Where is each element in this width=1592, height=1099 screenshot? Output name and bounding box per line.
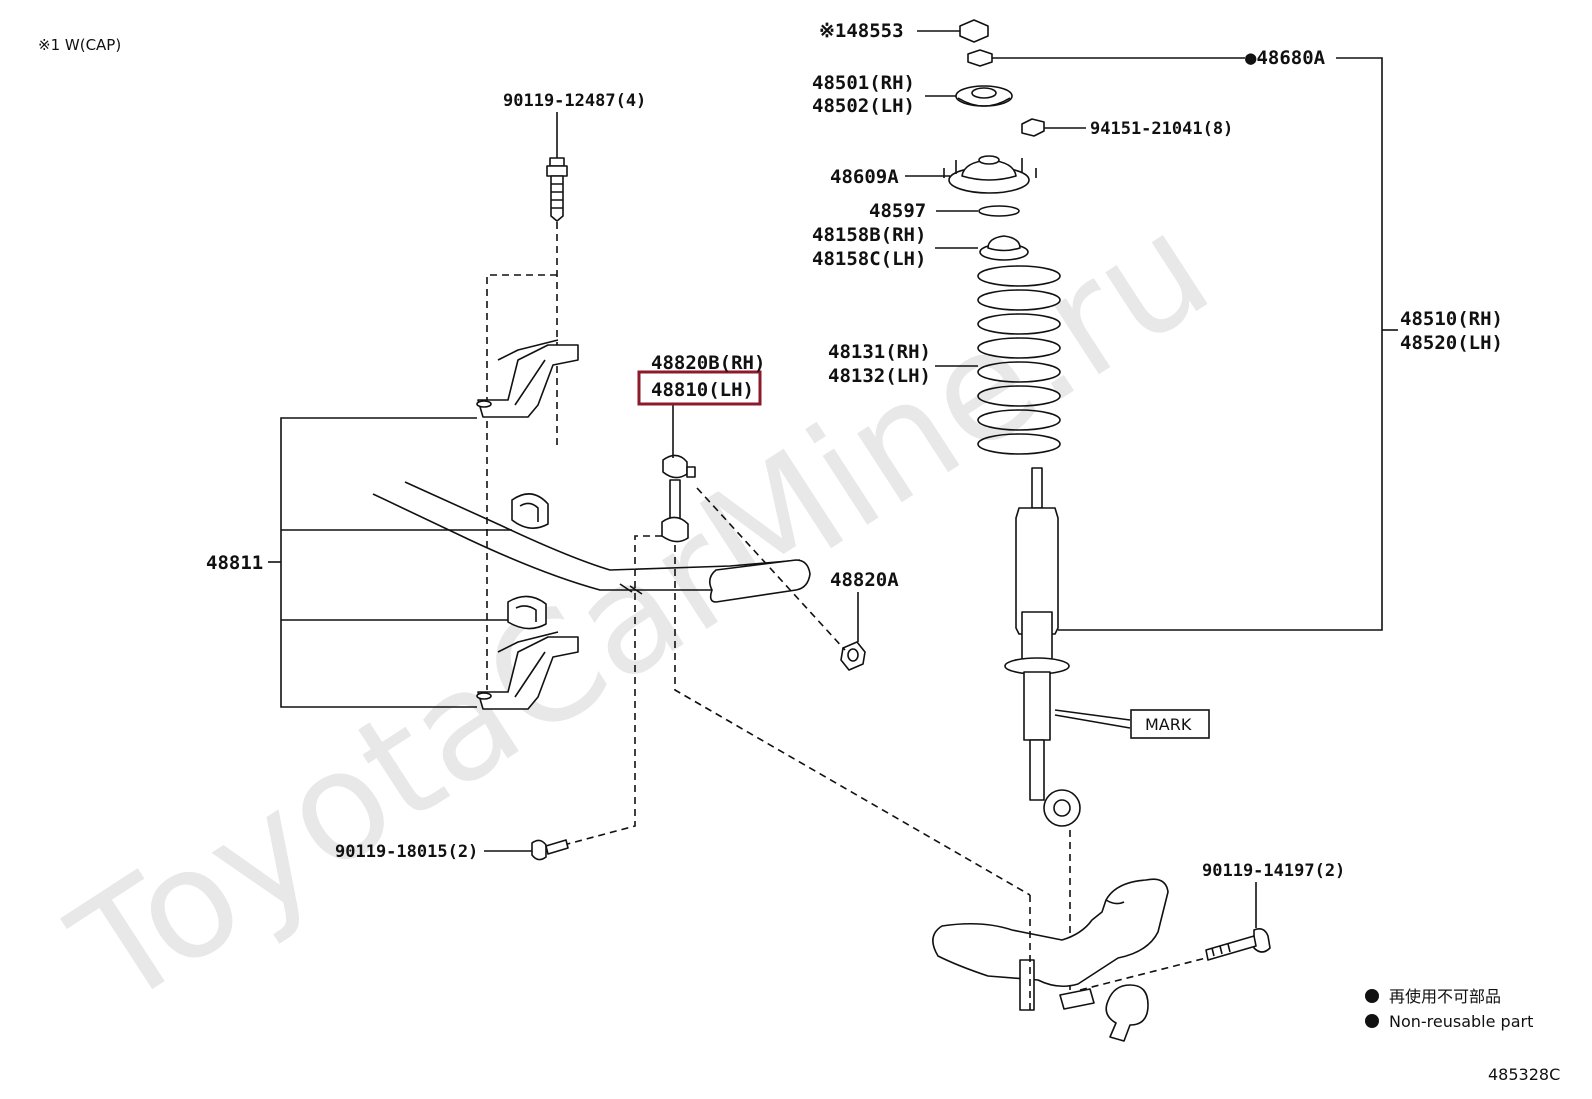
label-mark[interactable]: MARK xyxy=(1145,715,1192,734)
label-48158c[interactable]: 48158C(LH) xyxy=(812,248,926,270)
label-48501[interactable]: 48501(RH) xyxy=(812,72,915,94)
shock-absorber-48510-icon xyxy=(1004,467,1081,827)
stabilizer-link-icon xyxy=(661,454,696,543)
stabilizer-bar-icon xyxy=(372,481,811,603)
highlight-box-48810 xyxy=(637,370,762,406)
bolt-90119-14197-icon xyxy=(1205,928,1271,961)
non-reusable-dot-icon xyxy=(1365,989,1379,1003)
label-90119-12487[interactable]: 90119-12487(4) xyxy=(503,91,646,111)
upper-bracket-icon xyxy=(476,339,579,418)
label-48553[interactable]: ※148553 xyxy=(819,20,904,42)
label-94151-21041[interactable]: 94151-21041(8) xyxy=(1090,119,1233,139)
label-48597[interactable]: 48597 xyxy=(869,200,926,222)
legend-en: Non-reusable part xyxy=(1389,1012,1533,1031)
lower-bracket-icon xyxy=(476,631,579,710)
label-48811[interactable]: 48811 xyxy=(206,552,263,574)
label-48680a[interactable]: ●48680A xyxy=(1245,47,1326,69)
coil-spring-48131-icon xyxy=(977,265,1061,455)
label-48158b[interactable]: 48158B(RH) xyxy=(812,224,926,246)
label-48609a[interactable]: 48609A xyxy=(830,166,899,188)
nut-94151-21041-icon xyxy=(1021,118,1045,137)
legend-jp: 再使用不可部品 xyxy=(1389,987,1501,1006)
diagram-code: 485328C xyxy=(1488,1065,1560,1084)
watermark: ToyotaCarMine.ru xyxy=(44,181,1239,1041)
nut-48820a-icon xyxy=(840,641,866,671)
lower-bushing-icon xyxy=(507,595,547,630)
note-cap: ※1 W(CAP) xyxy=(38,36,121,54)
suspension-support-48609a-icon xyxy=(943,155,1037,194)
label-48810[interactable]: 48810(LH) xyxy=(651,379,754,401)
label-48131[interactable]: 48131(RH) xyxy=(828,341,931,363)
label-48820b[interactable]: 48820B(RH) xyxy=(651,352,765,374)
insulator-48158-icon xyxy=(979,235,1029,261)
upper-seat-48501-icon xyxy=(955,85,1013,107)
bolt-90119-12487-icon xyxy=(546,157,568,222)
lower-arm-icon xyxy=(932,878,1169,1042)
label-48820a[interactable]: 48820A xyxy=(830,569,899,591)
label-90119-18015[interactable]: 90119-18015(2) xyxy=(335,842,478,862)
mark-box xyxy=(1130,709,1210,739)
label-48520[interactable]: 48520(LH) xyxy=(1400,332,1503,354)
label-48132[interactable]: 48132(LH) xyxy=(828,365,931,387)
cap-48553-icon xyxy=(959,19,989,43)
non-reusable-dot-icon-2 xyxy=(1365,1014,1379,1028)
label-48510[interactable]: 48510(RH) xyxy=(1400,308,1503,330)
upper-bushing-icon xyxy=(511,493,549,529)
bolt-90119-18015-icon xyxy=(531,839,569,861)
label-48502[interactable]: 48502(LH) xyxy=(812,95,915,117)
nut-48680a-icon xyxy=(967,49,993,67)
label-90119-14197[interactable]: 90119-14197(2) xyxy=(1202,861,1345,881)
bearing-48597-icon xyxy=(978,205,1020,217)
